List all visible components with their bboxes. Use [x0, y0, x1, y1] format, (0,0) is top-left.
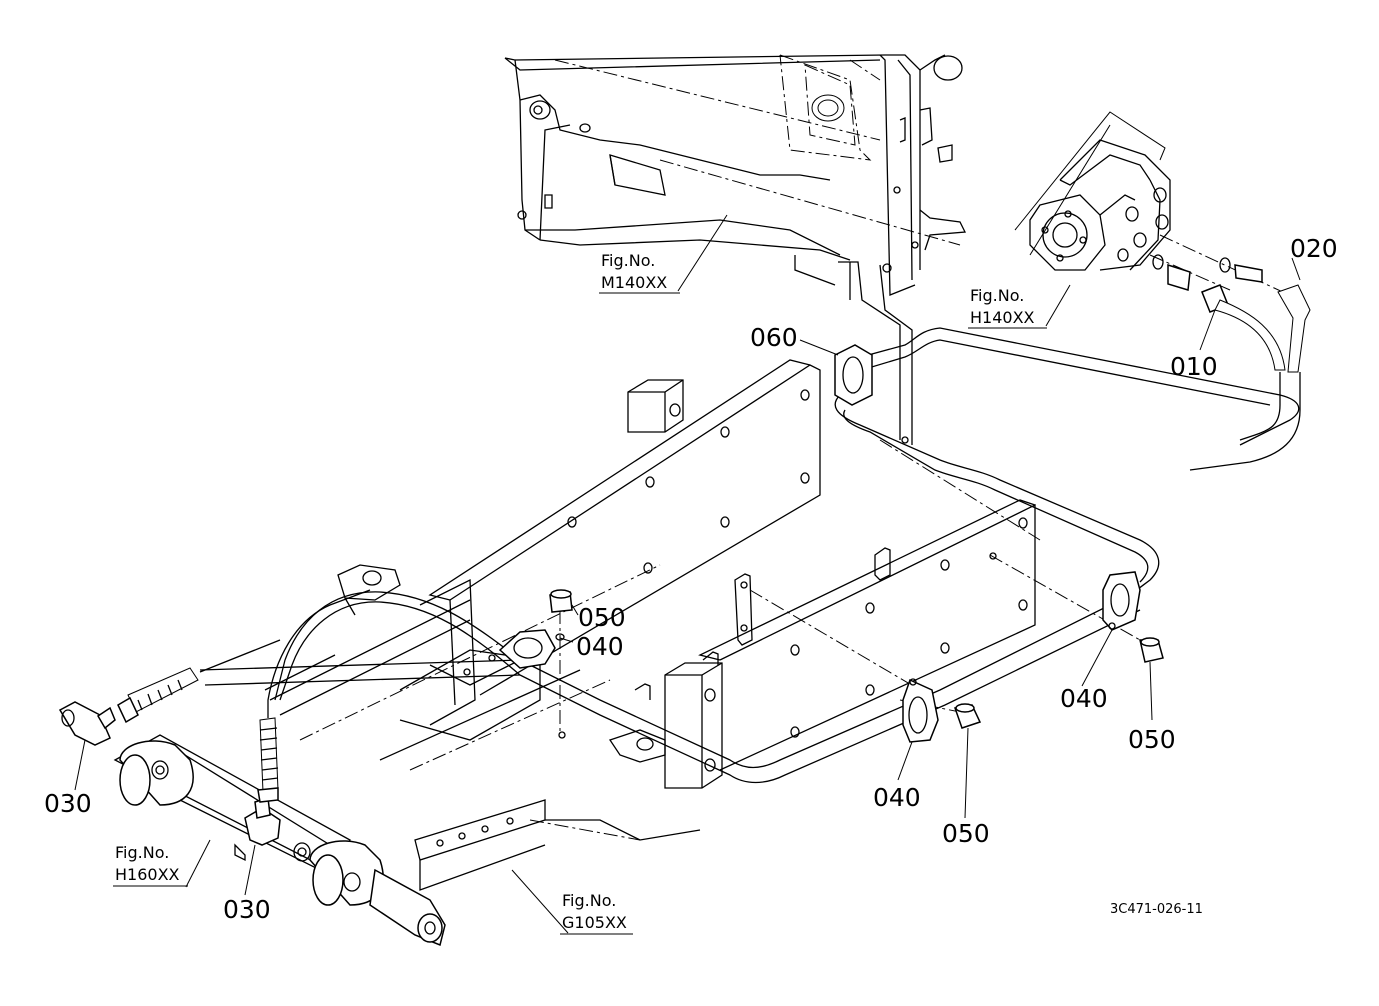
fig-ref-number: G105XX [562, 913, 627, 932]
fig-ref-label: Fig.No. [562, 891, 616, 910]
callout-060[interactable]: 060 [750, 323, 798, 352]
callout-050[interactable]: 050 [578, 603, 626, 632]
main-frame [264, 359, 1141, 891]
callout-050[interactable]: 050 [1128, 725, 1176, 754]
callout-040[interactable]: 040 [873, 783, 921, 812]
callout-020[interactable]: 020 [1290, 234, 1338, 263]
fig-ref-number: H140XX [970, 308, 1035, 327]
callout-050[interactable]: 050 [942, 819, 990, 848]
steering-unit [1014, 111, 1301, 301]
figure-references: Fig.No. M140XX Fig.No. H140XX Fig.No. H1… [113, 251, 1047, 935]
hoses [1189, 284, 1311, 471]
fig-ref-label: Fig.No. [115, 843, 169, 862]
leader-lines [74, 214, 1301, 934]
steel-pipes [199, 327, 1300, 784]
callout-labels: 010 020 030 030 040 040 040 050 050 050 … [44, 234, 1338, 924]
upper-frame [504, 54, 967, 445]
callout-040[interactable]: 040 [576, 632, 624, 661]
fig-ref-m140[interactable]: Fig.No. M140XX [599, 251, 680, 294]
fig-ref-h140[interactable]: Fig.No. H140XX [968, 286, 1047, 329]
callout-030[interactable]: 030 [44, 789, 92, 818]
fig-ref-label: Fig.No. [601, 251, 655, 270]
fig-ref-h160[interactable]: Fig.No. H160XX [113, 843, 188, 887]
drawing-code: 3C471-026-11 [1110, 902, 1203, 917]
fig-ref-number: H160XX [115, 865, 180, 884]
callout-040[interactable]: 040 [1060, 684, 1108, 713]
fig-ref-g105[interactable]: Fig.No. G105XX [560, 891, 633, 935]
callout-010[interactable]: 010 [1170, 352, 1218, 381]
fig-ref-label: Fig.No. [970, 286, 1024, 305]
callout-030[interactable]: 030 [223, 895, 271, 924]
clamps-and-fittings [498, 344, 1164, 743]
fig-ref-number: M140XX [601, 273, 667, 292]
steering-cylinder [58, 589, 446, 947]
